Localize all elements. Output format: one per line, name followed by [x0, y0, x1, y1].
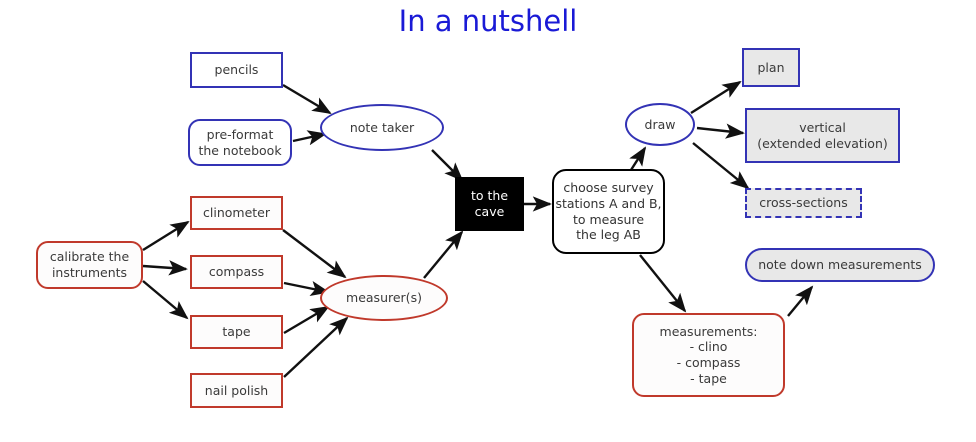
- node-nail-polish[interactable]: nail polish: [190, 373, 283, 408]
- node-note-down-measurements-label: note down measurements: [758, 257, 922, 273]
- edge-note-taker-to-the-cave: [431, 149, 464, 182]
- edge-measurements-note-down: [787, 285, 814, 317]
- node-measurements-label: measurements: - clino - compass - tape: [659, 323, 758, 386]
- edge-draw-plan: [690, 80, 742, 115]
- node-vertical-extended-elevation[interactable]: vertical (extended elevation): [745, 108, 900, 163]
- node-measurers-label: measurer(s): [346, 290, 422, 306]
- node-note-taker[interactable]: note taker: [320, 104, 444, 151]
- node-vertical-extended-elevation-label: vertical (extended elevation): [757, 119, 888, 151]
- node-clinometer[interactable]: clinometer: [190, 196, 283, 230]
- node-tape-label: tape: [222, 324, 251, 340]
- node-tape[interactable]: tape: [190, 315, 283, 349]
- node-choose-survey-stations-label: choose survey stations A and B, to measu…: [555, 180, 662, 243]
- edge-preformat-note-taker: [292, 130, 327, 146]
- node-clinometer-label: clinometer: [203, 205, 270, 221]
- edge-draw-vertical: [696, 123, 745, 139]
- edge-draw-cross-sections: [692, 142, 750, 190]
- edge-tape-measurers: [283, 305, 330, 335]
- node-cross-sections[interactable]: cross-sections: [745, 188, 862, 218]
- edge-clinometer-measurers: [282, 229, 347, 279]
- edge-nail-polish-measurers: [283, 316, 349, 378]
- edge-measurers-to-the-cave: [423, 230, 464, 279]
- node-compass-label: compass: [208, 264, 265, 280]
- node-preformat-notebook-label: pre-format the notebook: [198, 126, 282, 158]
- node-calibrate-instruments[interactable]: calibrate the instruments: [36, 241, 143, 289]
- node-preformat-notebook[interactable]: pre-format the notebook: [188, 119, 292, 166]
- node-measurers[interactable]: measurer(s): [320, 275, 448, 321]
- node-choose-survey-stations[interactable]: choose survey stations A and B, to measu…: [552, 169, 665, 254]
- edge-choose-survey-measurements: [639, 254, 687, 313]
- node-measurements[interactable]: measurements: - clino - compass - tape: [632, 313, 785, 397]
- node-draw[interactable]: draw: [625, 103, 695, 146]
- node-draw-label: draw: [644, 116, 676, 132]
- node-compass[interactable]: compass: [190, 255, 283, 289]
- node-to-the-cave-label: to the cave: [470, 188, 509, 219]
- node-plan[interactable]: plan: [742, 48, 800, 87]
- node-plan-label: plan: [757, 59, 785, 75]
- node-pencils[interactable]: pencils: [190, 52, 283, 88]
- node-note-down-measurements[interactable]: note down measurements: [745, 248, 935, 282]
- edge-compass-measurers: [283, 281, 330, 297]
- node-nail-polish-label: nail polish: [204, 382, 269, 398]
- edge-calibrate-compass: [142, 260, 188, 276]
- edge-pencils-note-taker: [282, 83, 332, 115]
- edge-calibrate-tape: [142, 280, 189, 320]
- node-pencils-label: pencils: [214, 62, 259, 78]
- page-title: In a nutshell: [398, 4, 578, 38]
- node-note-taker-label: note taker: [349, 119, 415, 135]
- edge-calibrate-clinometer: [142, 220, 190, 252]
- node-calibrate-instruments-label: calibrate the instruments: [49, 249, 130, 280]
- node-cross-sections-label: cross-sections: [759, 195, 848, 211]
- edge-choose-survey-draw: [629, 146, 647, 171]
- node-to-the-cave[interactable]: to the cave: [455, 177, 524, 231]
